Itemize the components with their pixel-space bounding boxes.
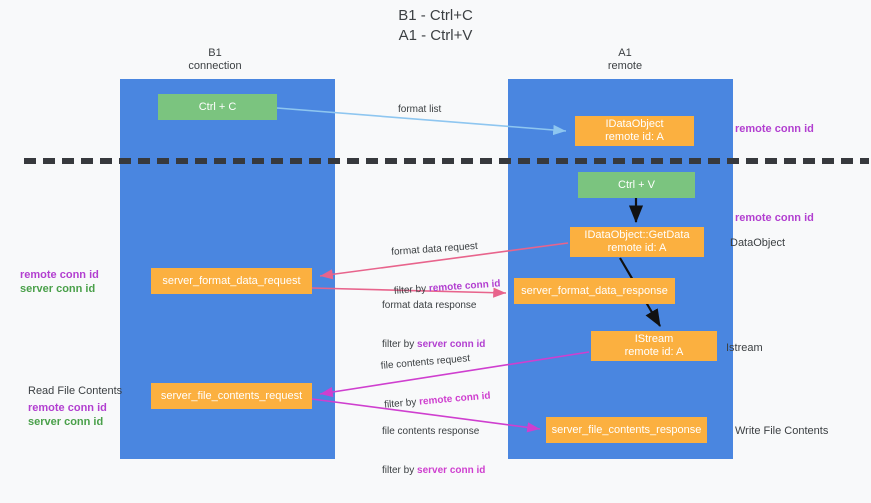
column-header-b1: B1 connection bbox=[188, 47, 242, 72]
node-server-format-data-request[interactable]: server_format_data_request bbox=[151, 268, 312, 294]
edge-label-file-contents-request-line1: file contents request bbox=[380, 353, 471, 372]
annotation-istream: Istream bbox=[726, 342, 763, 354]
node-ctrl-c[interactable]: Ctrl + C bbox=[158, 94, 277, 120]
edge-label-format-data-response: format data response filter by server co… bbox=[382, 273, 485, 377]
filter-prefix: filter by bbox=[382, 339, 418, 350]
node-server-file-contents-request[interactable]: server_file_contents_request bbox=[151, 383, 312, 409]
annotation-left-server-conn-id-mid: server conn id bbox=[20, 283, 96, 295]
annotation-write-file-contents: Write File Contents bbox=[735, 425, 829, 437]
column-header-a1: A1 remote bbox=[607, 47, 643, 72]
edge-label-file-contents-response-line2: filter by server conn id bbox=[382, 464, 485, 477]
diagram-title: B1 - Ctrl+C A1 - Ctrl+V bbox=[398, 7, 473, 44]
node-ctrl-v[interactable]: Ctrl + V bbox=[578, 172, 695, 198]
annotation-read-file-contents: Read File Contents bbox=[28, 385, 123, 397]
annotation-left-conn-ids-bottom: remote conn id server conn id bbox=[28, 401, 107, 429]
diagram-canvas: B1 - Ctrl+C A1 - Ctrl+V B1 connection A1… bbox=[20, 7, 869, 476]
annotation-remote-conn-id-mid: remote conn id bbox=[735, 212, 814, 224]
filter-key: server conn id bbox=[417, 339, 486, 350]
annotation-left-server-conn-id-bottom: server conn id bbox=[28, 416, 104, 428]
edge-label-file-contents-response: file contents response filter by server … bbox=[382, 399, 485, 503]
annotation-left-remote-conn-id-bottom: remote conn id bbox=[28, 402, 107, 414]
node-istream[interactable]: IStream remote id: A bbox=[591, 331, 717, 361]
node-server-format-data-response[interactable]: server_format_data_response bbox=[514, 278, 675, 304]
edge-label-format-data-response-line1: format data response bbox=[382, 300, 477, 311]
edge-label-format-list: format list bbox=[398, 104, 442, 115]
annotation-dataobject: DataObject bbox=[730, 237, 786, 249]
annotation-remote-conn-id-top: remote conn id bbox=[735, 123, 814, 135]
node-idataobject[interactable]: IDataObject remote id: A bbox=[575, 116, 694, 146]
node-idataobject-getdata[interactable]: IDataObject::GetData remote id: A bbox=[570, 227, 704, 257]
annotation-left-remote-conn-id-mid: remote conn id bbox=[20, 269, 99, 281]
edge-label-file-contents-response-line1: file contents response bbox=[382, 426, 480, 437]
edge-label-format-data-response-line2: filter by server conn id bbox=[382, 338, 485, 351]
node-server-file-contents-response[interactable]: server_file_contents_response bbox=[546, 417, 707, 443]
edge-label-format-data-request-line1: format data request bbox=[390, 240, 479, 258]
phase-divider bbox=[24, 158, 869, 164]
annotation-left-conn-ids-mid: remote conn id server conn id bbox=[20, 268, 99, 296]
